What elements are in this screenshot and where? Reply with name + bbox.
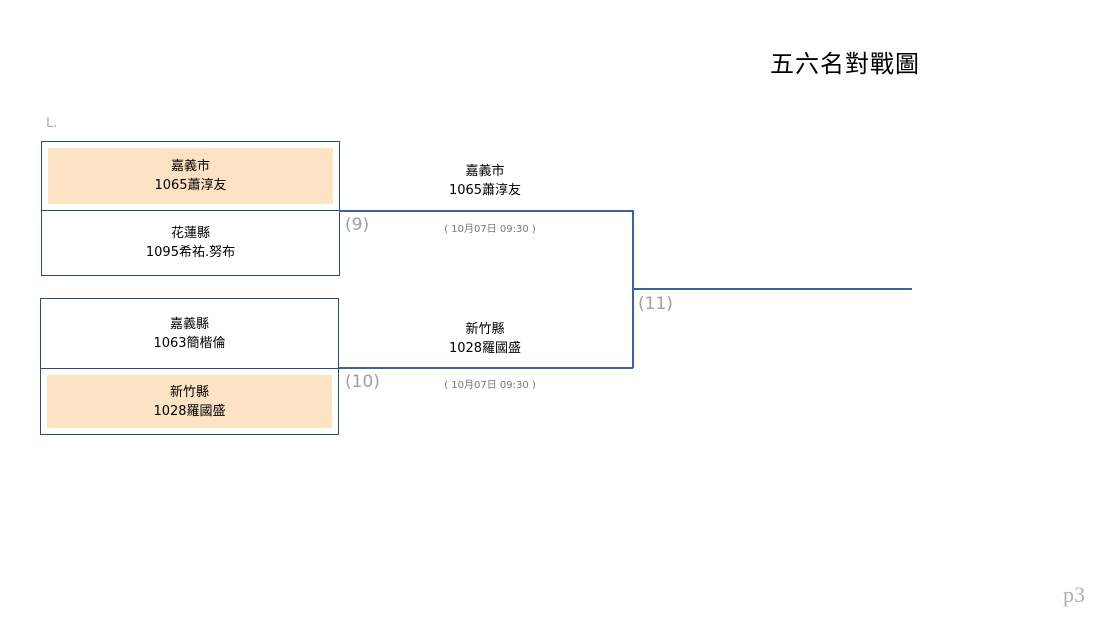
match-10-result: 新竹縣 1028羅國盛 [375,320,595,358]
player-name: 1028羅國盛 [153,403,226,419]
page-number: p3 [1063,582,1085,607]
match-9-player-box: 嘉義市 1065蕭淳友 花蓮縣 1095希祐.努布 [41,141,340,276]
result-name: 1028羅國盛 [448,341,522,356]
result-name: 1065蕭淳友 [448,183,522,198]
player-name: 1065蕭淳友 [154,178,227,193]
player-team: 嘉義縣 [169,316,209,332]
player-team: 新竹縣 [169,384,209,400]
match-10-connector-line [339,367,633,369]
player-divider [42,210,339,211]
final-output-line [632,288,912,290]
match-9-time: ( 10月07日 09:30 ) [444,224,536,235]
result-team: 新竹縣 [465,322,505,337]
page-title: 五六名對戰圖 [770,50,920,78]
match-9-player-2: 花蓮縣 1095希祐.努布 [42,211,339,275]
player-name: 1063簡楷倫 [153,335,226,351]
player-team: 花蓮縣 [170,226,210,241]
result-team: 嘉義市 [465,164,505,179]
match-10-player-1: 嘉義縣 1063簡楷倫 [41,299,338,368]
match-10-player-2: 新竹縣 1028羅國盛 [41,369,338,434]
corner-label: L. [46,116,58,131]
match-9-number: (9) [345,215,370,235]
winner-highlight [47,375,332,428]
match-11-number: (11) [638,294,673,314]
match-9-connector-line [339,210,633,212]
match-10-time: ( 10月07日 09:30 ) [444,380,536,391]
match-9-result: 嘉義市 1065蕭淳友 [375,162,595,200]
match-9-player-1: 嘉義市 1065蕭淳友 [42,142,339,210]
match-10-player-box: 嘉義縣 1063簡楷倫 新竹縣 1028羅國盛 [40,298,339,435]
player-name: 1095希祐.努布 [145,245,236,260]
player-divider [41,368,338,369]
winner-highlight [48,148,333,204]
match-10-number: (10) [345,372,380,392]
player-team: 嘉義市 [170,159,210,174]
